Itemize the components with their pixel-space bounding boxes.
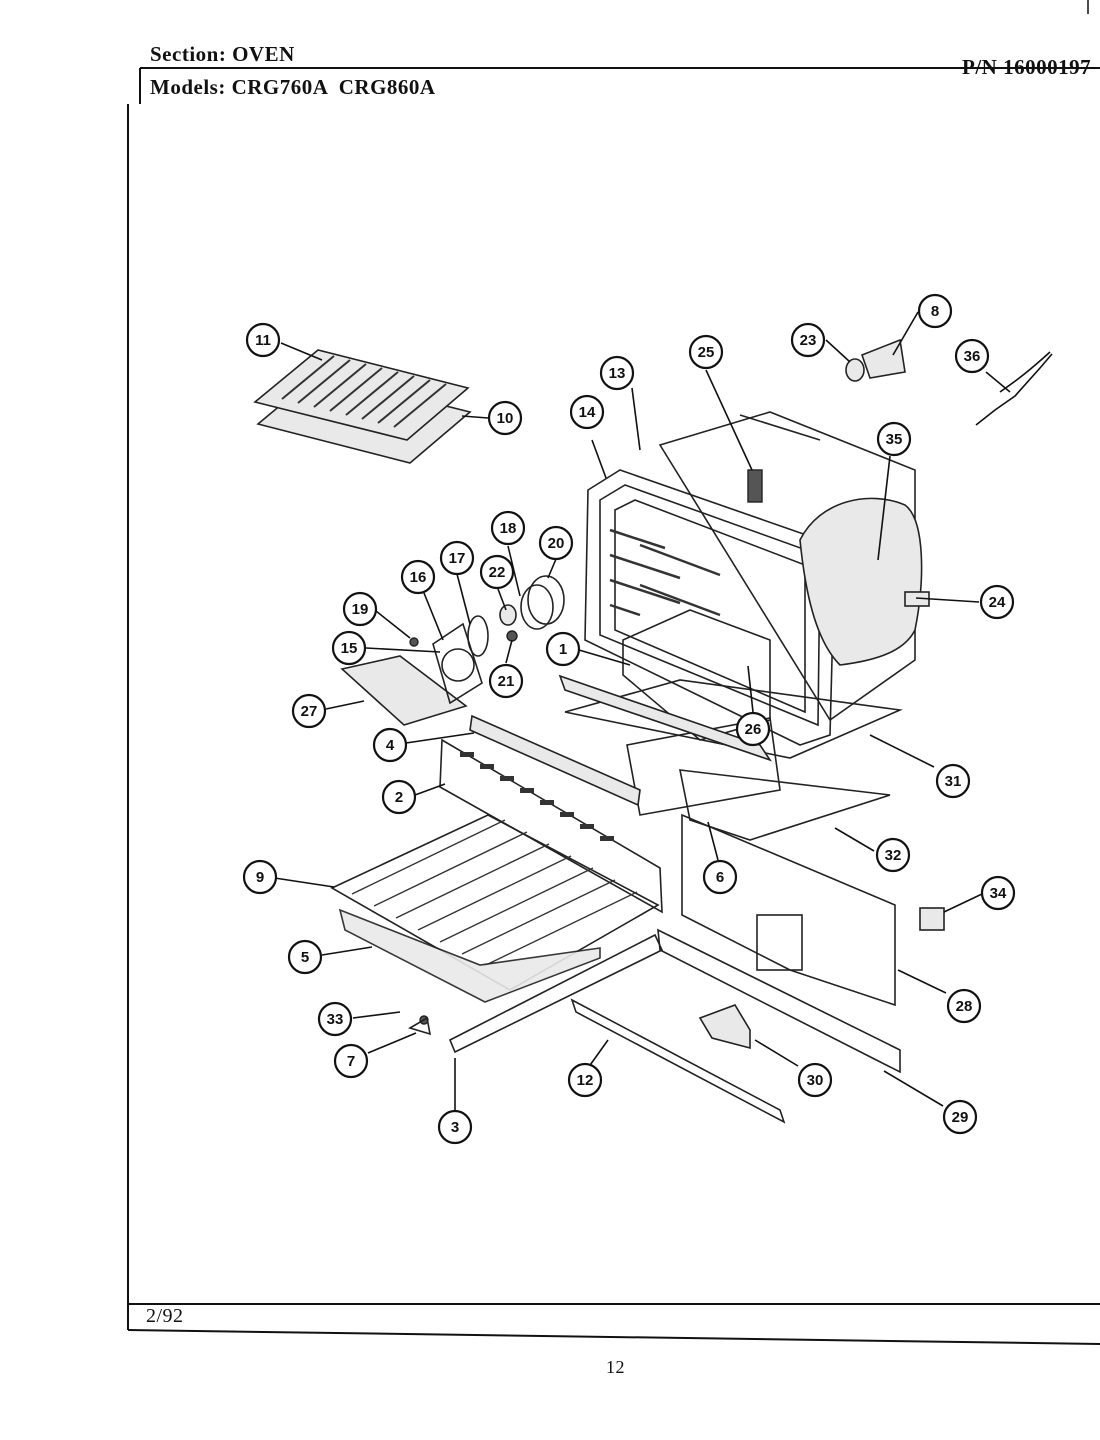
callout-3: 3 bbox=[437, 1109, 473, 1145]
models-value: CRG760A CRG860A bbox=[231, 75, 436, 99]
svg-text:18: 18 bbox=[500, 520, 517, 537]
callout-16: 16 bbox=[400, 559, 436, 595]
callout-36: 36 bbox=[954, 338, 990, 374]
callout-11: 11 bbox=[245, 322, 281, 358]
callout-15: 15 bbox=[331, 630, 367, 666]
svg-text:9: 9 bbox=[256, 869, 264, 886]
page-frame bbox=[127, 0, 1100, 1345]
callout-24: 24 bbox=[979, 584, 1015, 620]
callout-4: 4 bbox=[372, 727, 408, 763]
svg-text:14: 14 bbox=[579, 404, 596, 421]
broiler-pan-assembly bbox=[253, 349, 472, 464]
callout-28: 28 bbox=[946, 988, 982, 1024]
svg-text:30: 30 bbox=[807, 1072, 824, 1089]
mounting-plate bbox=[340, 655, 468, 726]
callout-25: 25 bbox=[688, 334, 724, 370]
callout-21: 21 bbox=[488, 663, 524, 699]
svg-text:16: 16 bbox=[410, 569, 427, 586]
svg-text:5: 5 bbox=[301, 949, 309, 966]
callout-35: 35 bbox=[876, 421, 912, 457]
callout-14: 14 bbox=[569, 394, 605, 430]
svg-text:2: 2 bbox=[395, 789, 403, 806]
electrical-parts bbox=[845, 338, 1053, 931]
svg-text:22: 22 bbox=[489, 564, 506, 581]
svg-text:32: 32 bbox=[885, 847, 902, 864]
svg-text:24: 24 bbox=[989, 594, 1006, 611]
svg-text:15: 15 bbox=[341, 640, 358, 657]
svg-text:4: 4 bbox=[386, 737, 395, 754]
callout-22: 22 bbox=[479, 554, 515, 590]
svg-text:10: 10 bbox=[497, 410, 514, 427]
svg-text:6: 6 bbox=[716, 869, 724, 886]
svg-text:11: 11 bbox=[255, 332, 271, 349]
svg-text:20: 20 bbox=[548, 535, 565, 552]
section-heading: Section: OVEN bbox=[150, 42, 295, 67]
callout-5: 5 bbox=[287, 939, 323, 975]
callout-30: 30 bbox=[797, 1062, 833, 1098]
svg-text:1: 1 bbox=[559, 641, 567, 658]
callout-6: 6 bbox=[702, 859, 738, 895]
callout-27: 27 bbox=[291, 693, 327, 729]
callout-33: 33 bbox=[317, 1001, 353, 1037]
svg-text:21: 21 bbox=[498, 673, 515, 690]
svg-text:26: 26 bbox=[745, 721, 762, 738]
part-callouts: 11 10 13 14 25 8 23 36 35 24 18 20 22 17… bbox=[242, 293, 1016, 1145]
oven-light-assembly bbox=[409, 575, 565, 705]
svg-text:13: 13 bbox=[609, 365, 626, 382]
callout-12: 12 bbox=[567, 1062, 603, 1098]
callout-13: 13 bbox=[599, 355, 635, 391]
lower-rails bbox=[408, 928, 901, 1124]
callout-2: 2 bbox=[381, 779, 417, 815]
svg-text:27: 27 bbox=[301, 703, 318, 720]
svg-text:28: 28 bbox=[956, 998, 973, 1015]
callout-1: 1 bbox=[545, 631, 581, 667]
svg-text:33: 33 bbox=[327, 1011, 344, 1028]
svg-text:12: 12 bbox=[577, 1072, 594, 1089]
svg-text:35: 35 bbox=[886, 431, 903, 448]
leader-lines bbox=[267, 311, 1011, 1110]
page-number: 12 bbox=[606, 1357, 625, 1377]
svg-text:23: 23 bbox=[800, 332, 817, 349]
svg-text:3: 3 bbox=[451, 1119, 459, 1136]
callout-32: 32 bbox=[875, 837, 911, 873]
vent-deflectors bbox=[439, 674, 772, 914]
revision-date: 2/92 bbox=[146, 1305, 184, 1327]
callout-26: 26 bbox=[735, 711, 771, 747]
svg-text:17: 17 bbox=[449, 550, 466, 567]
callout-18: 18 bbox=[490, 510, 526, 546]
oven-rack bbox=[330, 814, 660, 1003]
callout-7: 7 bbox=[333, 1043, 369, 1079]
callout-34: 34 bbox=[980, 875, 1016, 911]
section-value: OVEN bbox=[232, 42, 295, 66]
svg-text:7: 7 bbox=[347, 1053, 355, 1070]
callout-10: 10 bbox=[487, 400, 523, 436]
svg-text:29: 29 bbox=[952, 1109, 969, 1126]
callout-29: 29 bbox=[942, 1099, 978, 1135]
models-label: Models: bbox=[150, 75, 226, 99]
callout-23: 23 bbox=[790, 322, 826, 358]
callout-17: 17 bbox=[439, 540, 475, 576]
svg-text:8: 8 bbox=[931, 303, 939, 320]
callout-8: 8 bbox=[917, 293, 953, 329]
callout-20: 20 bbox=[538, 525, 574, 561]
svg-text:34: 34 bbox=[990, 885, 1007, 902]
callout-9: 9 bbox=[242, 859, 278, 895]
svg-text:31: 31 bbox=[945, 773, 962, 790]
callout-19: 19 bbox=[342, 591, 378, 627]
svg-text:25: 25 bbox=[698, 344, 715, 361]
callout-31: 31 bbox=[935, 763, 971, 799]
svg-text:19: 19 bbox=[352, 601, 369, 618]
oven-cavity bbox=[584, 411, 923, 746]
svg-text:36: 36 bbox=[964, 348, 981, 365]
section-label: Section: bbox=[150, 42, 227, 66]
models-heading: Models: CRG760A CRG860A bbox=[150, 75, 436, 100]
